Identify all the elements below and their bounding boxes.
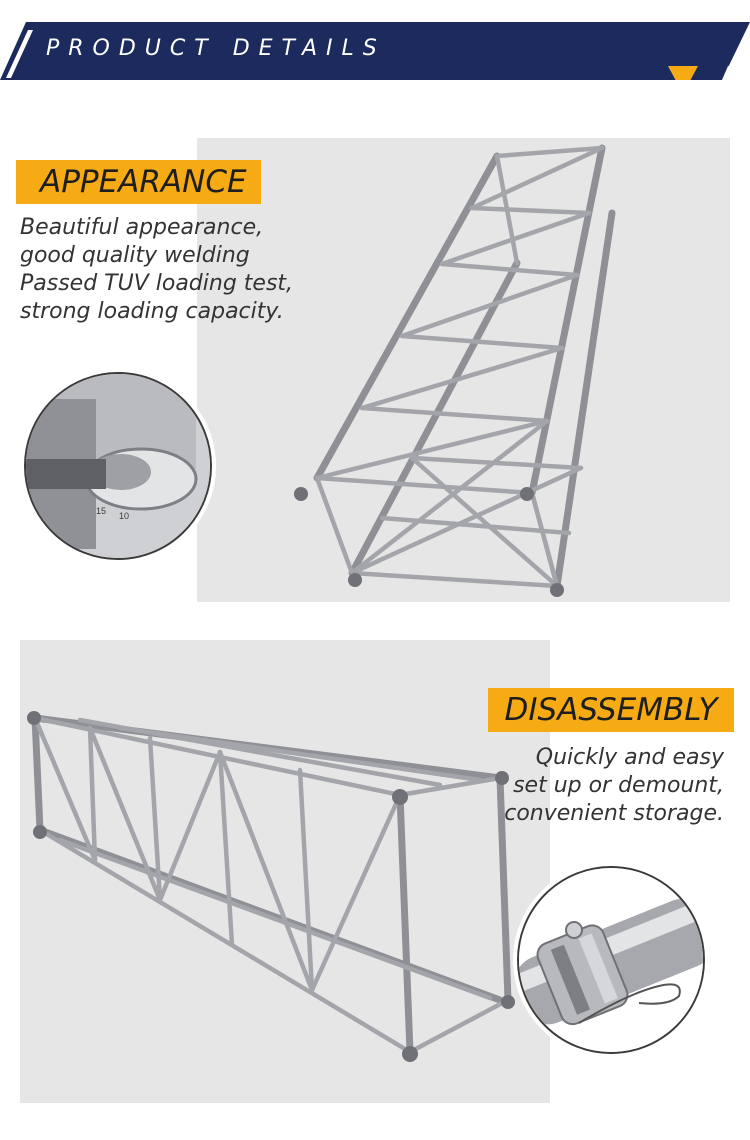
truss-vertical-image (294, 144, 616, 597)
connector-detail-closeup (517, 866, 705, 1054)
appearance-tag: APPEARANCE (16, 160, 261, 204)
chevron-down-icon (668, 66, 698, 80)
header-title: PRODUCT DETAILS (46, 36, 386, 61)
description-line: Passed TUV loading test, (20, 271, 294, 296)
description-line: Beautiful appearance, (20, 215, 264, 240)
description-line: Quickly and easy (535, 745, 724, 770)
section-header: PRODUCT DETAILS (0, 22, 750, 80)
welding-detail-image: 15 10 (26, 374, 210, 558)
disassembly-tag: DISASSEMBLY (488, 688, 734, 732)
connector-pin-image (519, 868, 703, 1052)
description-line: good quality welding (20, 243, 250, 268)
description-line: convenient storage. (504, 801, 724, 826)
truss-horizontal-image (27, 711, 515, 1062)
header-bar (0, 22, 750, 80)
description-line: strong loading capacity. (20, 299, 284, 324)
dial-label: 10 (119, 511, 129, 521)
appearance-description: Beautiful appearance, good quality weldi… (20, 214, 340, 326)
disassembly-description: Quickly and easy set up or demount, conv… (470, 744, 724, 828)
description-line: set up or demount, (513, 773, 724, 798)
dial-label: 15 (96, 506, 106, 516)
welding-detail-closeup: 15 10 (24, 372, 212, 560)
